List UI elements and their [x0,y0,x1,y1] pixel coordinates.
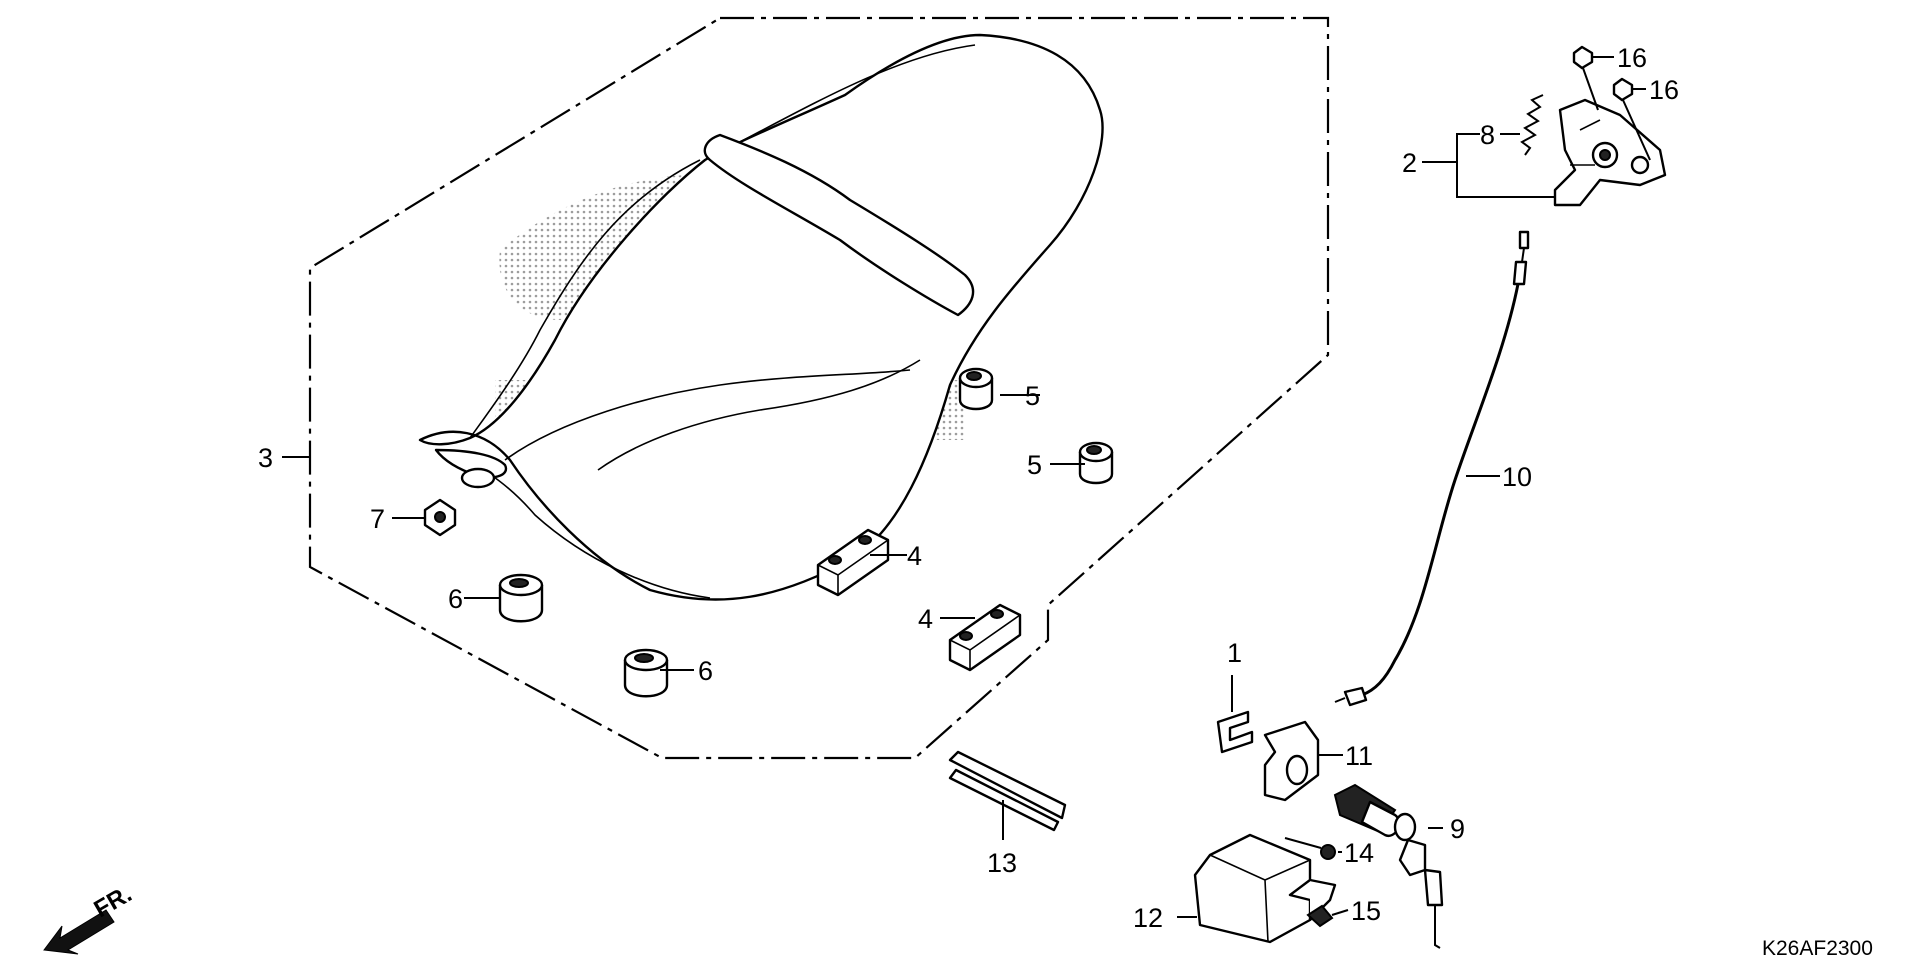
callout-12: 12 [1133,903,1163,933]
leader-lines [282,56,1646,918]
callout-5-upper: 5 [1025,381,1040,411]
front-direction-arrow-icon [43,909,115,955]
part-6-cushion-lower [623,648,669,698]
part-2-latch-assembly [1553,98,1667,207]
part-16-bolt-b [1612,77,1651,161]
callout-1: 1 [1227,638,1242,668]
part-7-nut [423,498,457,537]
callout-9: 9 [1450,814,1465,844]
seat [418,33,1104,601]
part-1-clip [1216,710,1254,754]
callout-10: 10 [1502,462,1532,492]
callout-4-lower: 4 [918,604,933,634]
part-11-bracket [1263,720,1320,802]
diagram-code: K26AF2300 [1762,937,1873,960]
part-8-spring [1520,94,1544,156]
callout-3: 3 [258,443,273,473]
callout-2: 2 [1402,148,1417,178]
callout-5-lower: 5 [1027,450,1042,480]
part-5-damper-upper [958,367,994,411]
callout-15: 15 [1351,896,1381,926]
callouts: 1 2 3 4 4 5 5 6 6 7 8 9 10 11 12 13 14 1… [258,43,1679,933]
part-13-band [948,750,1067,832]
part-15-grommet [1306,904,1334,928]
callout-14: 14 [1344,838,1374,868]
callout-16-upper: 16 [1617,43,1647,73]
callout-6-upper: 6 [448,584,463,614]
group-boundary [308,16,1330,760]
part-5-damper-lower [1078,441,1114,485]
part-9-lock-and-keys [1333,783,1444,949]
part-4-rubber-lower [948,603,1022,672]
callout-16-lower: 16 [1649,75,1679,105]
part-12-lock-housing [1193,833,1337,944]
part-10-cable [1334,230,1530,707]
callout-8: 8 [1480,120,1495,150]
callout-13: 13 [987,848,1017,878]
part-6-cushion-upper [498,573,544,623]
part-16-bolt-a [1572,45,1599,111]
part-4-rubber-upper [816,528,890,597]
callout-4-upper: 4 [907,541,922,571]
callout-7: 7 [370,504,385,534]
callout-6-lower: 6 [698,656,713,686]
callout-11: 11 [1345,741,1373,771]
part-14-screw [1284,837,1336,860]
